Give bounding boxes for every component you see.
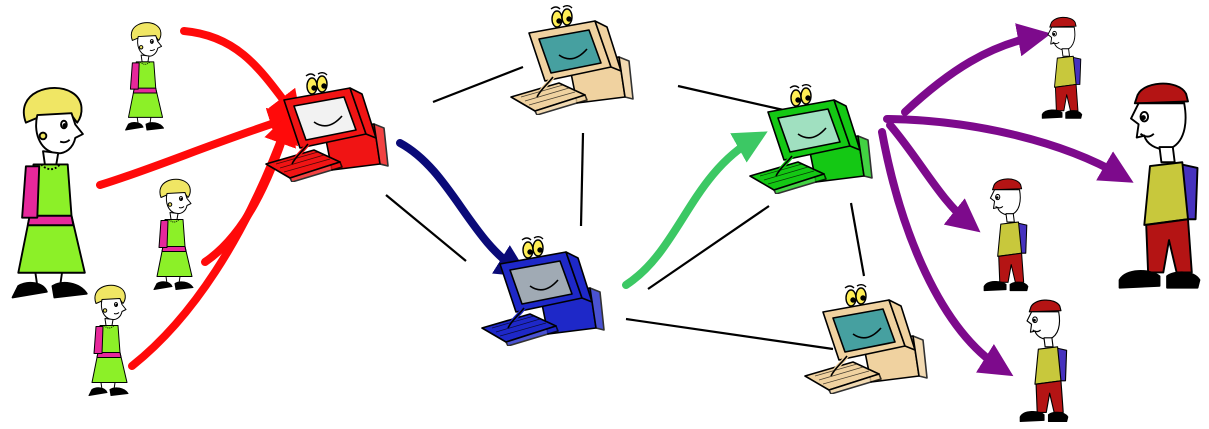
link-sender-relay [385, 194, 467, 262]
man-small-top [1041, 16, 1083, 119]
arrow-man-small-bottom [878, 128, 1014, 377]
computer-top [509, 5, 635, 115]
computer-exit [748, 84, 874, 194]
woman-small-middle [153, 178, 194, 291]
link-top-relay [579, 132, 585, 227]
computer-bottom-right [803, 284, 929, 394]
arrow-man-large [883, 115, 1134, 183]
link-sender-top [432, 65, 524, 104]
receiver-arrows [878, 23, 1134, 377]
arrow-sender-to-relay [396, 139, 530, 278]
man-small-middle [983, 178, 1029, 292]
arrow-man-small-top [901, 23, 1052, 116]
woman-large [11, 86, 88, 299]
network-links [385, 65, 866, 351]
sender-arrows [96, 27, 303, 370]
arrow-woman-small-top [180, 27, 303, 125]
woman-small-bottom [88, 284, 129, 397]
man-large [1118, 82, 1201, 289]
link-relay-bottom-right [625, 317, 834, 351]
receivers [983, 16, 1201, 423]
man-small-bottom [1019, 299, 1069, 423]
link-exit-bottom-right [849, 202, 866, 277]
arrow-woman-small-bottom [128, 111, 296, 370]
woman-small-top [125, 22, 165, 131]
arrow-man-small-middle [886, 121, 981, 233]
arrow-relay-to-exit [622, 131, 768, 289]
link-relay-exit [647, 205, 770, 290]
computers [264, 5, 929, 394]
link-top-exit [677, 84, 789, 113]
